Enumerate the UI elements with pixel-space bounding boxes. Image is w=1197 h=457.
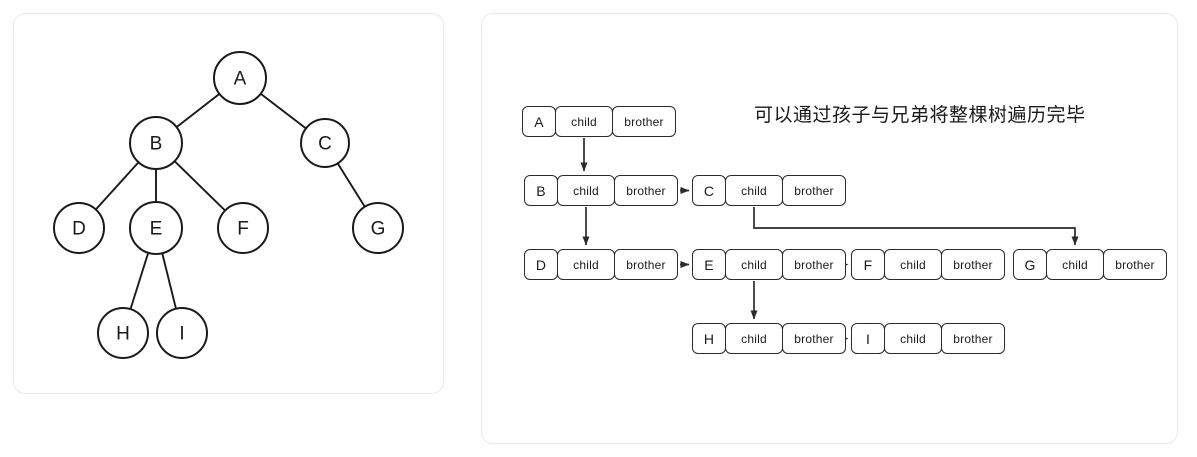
record-key-cell-f[interactable]: F	[851, 249, 885, 280]
diagram-caption: 可以通过孩子与兄弟将整棵树遍历完毕	[754, 105, 1086, 126]
tree-edge-a-b	[175, 93, 221, 128]
tree-node-circle-g	[352, 202, 404, 254]
record-brother-cell-a[interactable]: brother	[612, 106, 676, 137]
tree-node-b[interactable]: B	[129, 116, 183, 170]
tree-node-c[interactable]: C	[300, 118, 350, 168]
tree-node-label-f: F	[237, 219, 249, 240]
tree-node-h[interactable]: H	[97, 307, 149, 359]
record-key-cell-h[interactable]: H	[692, 323, 726, 354]
record-child-cell-f[interactable]: child	[884, 249, 942, 280]
tree-node-i[interactable]: I	[156, 307, 208, 359]
record-child-cell-i[interactable]: child	[884, 323, 942, 354]
record-key-cell-a[interactable]: A	[522, 106, 556, 137]
record-brother-cell-g[interactable]: brother	[1103, 249, 1167, 280]
record-child-cell-d[interactable]: child	[557, 249, 615, 280]
tree-node-label-e: E	[150, 219, 163, 240]
tree-node-circle-b	[129, 116, 183, 170]
tree-node-label-c: C	[318, 134, 332, 155]
tree-node-circle-d	[53, 202, 105, 254]
tree-node-label-g: G	[371, 219, 386, 240]
record-key-cell-c[interactable]: C	[692, 175, 726, 206]
tree-edge-e-i	[161, 253, 177, 309]
tree-node-a[interactable]: A	[213, 51, 267, 105]
tree-node-f[interactable]: F	[217, 202, 269, 254]
record-key-cell-g[interactable]: G	[1013, 249, 1047, 280]
tree-edge-b-d	[95, 161, 140, 211]
record-brother-cell-b[interactable]: brother	[614, 175, 678, 206]
tree-node-d[interactable]: D	[53, 202, 105, 254]
record-brother-cell-c[interactable]: brother	[782, 175, 846, 206]
record-child-cell-h[interactable]: child	[725, 323, 783, 354]
tree-node-e[interactable]: E	[129, 201, 183, 255]
tree-node-group: A B C D E F G H I	[53, 51, 404, 359]
tree-node-circle-a	[213, 51, 267, 105]
tree-edge-a-c	[260, 93, 307, 130]
record-child-cell-b[interactable]: child	[557, 175, 615, 206]
record-child-cell-a[interactable]: child	[555, 106, 613, 137]
record-brother-cell-h[interactable]: brother	[782, 323, 846, 354]
record-child-cell-e[interactable]: child	[725, 249, 783, 280]
record-brother-cell-e[interactable]: brother	[782, 249, 846, 280]
tree-edge-c-g	[336, 162, 366, 208]
tree-edge-e-h	[129, 252, 150, 310]
tree-node-label-h: H	[116, 324, 130, 345]
tree-node-circle-f	[217, 202, 269, 254]
tree-node-circle-h	[97, 307, 149, 359]
tree-node-circle-i	[156, 307, 208, 359]
record-key-cell-b[interactable]: B	[524, 175, 558, 206]
tree-node-label-a: A	[234, 69, 247, 90]
tree-node-label-d: D	[72, 219, 86, 240]
tree-node-circle-c	[300, 118, 350, 168]
tree-node-g[interactable]: G	[352, 202, 404, 254]
record-key-cell-e[interactable]: E	[692, 249, 726, 280]
record-key-cell-d[interactable]: D	[524, 249, 558, 280]
tree-node-label-i: I	[179, 324, 184, 345]
record-child-cell-c[interactable]: child	[725, 175, 783, 206]
tree-edge-group	[95, 93, 366, 310]
record-key-cell-i[interactable]: I	[851, 323, 885, 354]
tree-edge-b-f	[173, 160, 226, 212]
connector-group	[580, 138, 1079, 320]
record-brother-cell-d[interactable]: brother	[614, 249, 678, 280]
tree-node-label-b: B	[150, 134, 163, 155]
record-brother-cell-i[interactable]: brother	[941, 323, 1005, 354]
record-child-cell-g[interactable]: child	[1046, 249, 1104, 280]
tree-node-circle-e	[129, 201, 183, 255]
record-brother-cell-f[interactable]: brother	[941, 249, 1005, 280]
connector-c-child-to-g	[753, 207, 1079, 246]
